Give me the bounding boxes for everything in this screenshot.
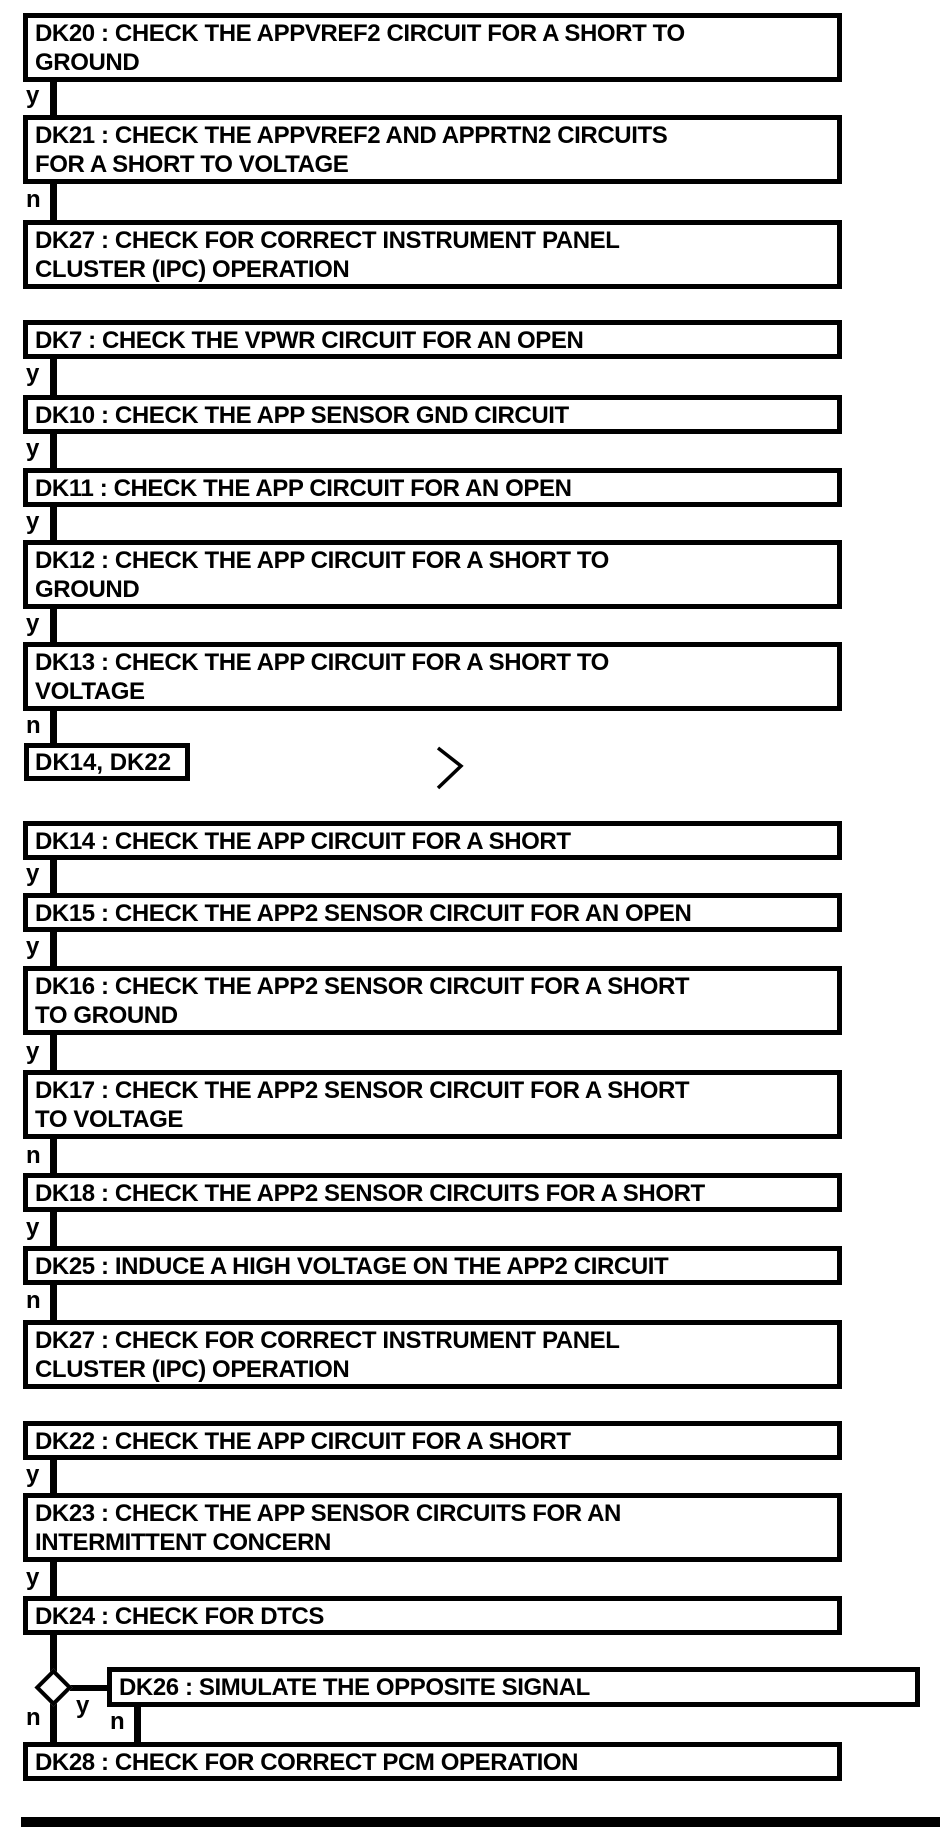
connector-line <box>50 181 57 224</box>
connector-line <box>50 1632 57 1672</box>
node-dk10: DK10 : CHECK THE APP SENSOR GND CIRCUIT <box>23 395 842 434</box>
node-dk25: DK25 : INDUCE A HIGH VOLTAGE ON THE APP2… <box>23 1246 842 1285</box>
node-dk24: DK24 : CHECK FOR DTCS <box>23 1596 842 1635</box>
edge-label-y: y <box>26 1214 40 1241</box>
node-dk18: DK18 : CHECK THE APP2 SENSOR CIRCUITS FO… <box>23 1173 842 1212</box>
edge-label-y: y <box>26 860 40 887</box>
node-dk27-a: DK27 : CHECK FOR CORRECT INSTRUMENT PANE… <box>23 220 842 289</box>
node-dk26: DK26 : SIMULATE THE OPPOSITE SIGNAL <box>107 1667 920 1707</box>
edge-label-n: n <box>26 712 41 739</box>
node-dk20: DK20 : CHECK THE APPVREF2 CIRCUIT FOR A … <box>23 13 842 82</box>
node-dk16: DK16 : CHECK THE APP2 SENSOR CIRCUIT FOR… <box>23 966 842 1035</box>
bottom-divider <box>21 1817 940 1827</box>
node-dk28: DK28 : CHECK FOR CORRECT PCM OPERATION <box>23 1742 842 1781</box>
node-dk27-b: DK27 : CHECK FOR CORRECT INSTRUMENT PANE… <box>23 1320 842 1389</box>
edge-label-n: n <box>26 1704 41 1731</box>
connector-line <box>50 1209 57 1250</box>
connector-line <box>50 856 57 897</box>
node-dk17: DK17 : CHECK THE APP2 SENSOR CIRCUIT FOR… <box>23 1070 842 1139</box>
node-dk21: DK21 : CHECK THE APPVREF2 AND APPRTN2 CI… <box>23 115 842 184</box>
connector-line <box>50 431 57 472</box>
edge-label-y: y <box>26 435 40 462</box>
edge-label-y: y <box>26 610 40 637</box>
edge-label-y: y <box>26 1564 40 1591</box>
connector-line <box>50 1282 57 1324</box>
edge-label-y: y <box>26 360 40 387</box>
node-dk13: DK13 : CHECK THE APP CIRCUIT FOR A SHORT… <box>23 642 842 711</box>
edge-label-n: n <box>26 1142 41 1169</box>
connector-line <box>50 504 57 544</box>
node-dk23: DK23 : CHECK THE APP SENSOR CIRCUITS FOR… <box>23 1493 842 1562</box>
connector-line <box>50 708 57 747</box>
connector-line <box>50 1456 57 1497</box>
node-dk15: DK15 : CHECK THE APP2 SENSOR CIRCUIT FOR… <box>23 893 842 932</box>
connector-line <box>50 356 57 399</box>
connector-line <box>50 929 57 970</box>
chevron-right-icon <box>435 745 465 796</box>
connector-line <box>50 1032 57 1074</box>
node-dk14: DK14 : CHECK THE APP CIRCUIT FOR A SHORT <box>23 821 842 860</box>
edge-label-n: n <box>110 1708 125 1735</box>
edge-label-y: y <box>26 933 40 960</box>
connector-line <box>50 606 57 646</box>
offpage-connector-dk14-dk22: DK14, DK22 <box>24 743 190 781</box>
edge-label-y: y <box>76 1692 90 1719</box>
connector-line <box>50 1700 57 1746</box>
node-dk7: DK7 : CHECK THE VPWR CIRCUIT FOR AN OPEN <box>23 320 842 359</box>
connector-line <box>50 79 57 119</box>
connector-line <box>70 1685 112 1691</box>
edge-label-y: y <box>26 82 40 109</box>
node-dk12: DK12 : CHECK THE APP CIRCUIT FOR A SHORT… <box>23 540 842 609</box>
node-dk11: DK11 : CHECK THE APP CIRCUIT FOR AN OPEN <box>23 468 842 507</box>
connector-line <box>134 1704 141 1746</box>
edge-label-y: y <box>26 1461 40 1488</box>
edge-label-n: n <box>26 186 41 213</box>
edge-label-n: n <box>26 1287 41 1314</box>
connector-line <box>50 1136 57 1177</box>
node-dk22: DK22 : CHECK THE APP CIRCUIT FOR A SHORT <box>23 1421 842 1460</box>
edge-label-y: y <box>26 508 40 535</box>
edge-label-y: y <box>26 1038 40 1065</box>
decision-diamond <box>34 1668 73 1707</box>
connector-line <box>50 1559 57 1600</box>
